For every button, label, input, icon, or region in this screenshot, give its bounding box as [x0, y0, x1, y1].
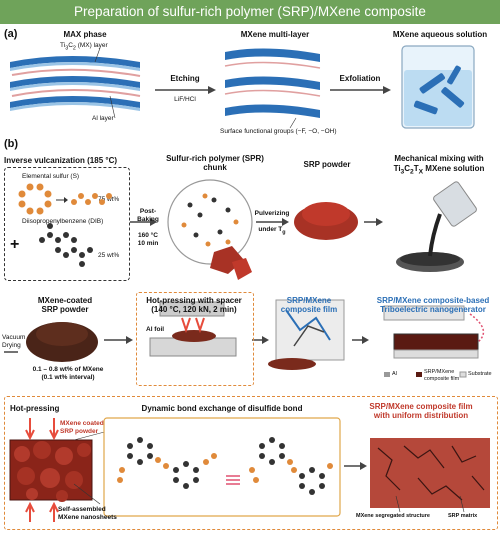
panel-c-box [4, 396, 498, 530]
hotpress-box [136, 292, 254, 386]
vacuum-label: Vacuum [2, 334, 26, 341]
sulfur-ring [18, 183, 52, 215]
hotpressing-label: Hot-pressing [10, 404, 60, 413]
aqueous-label: MXene aqueous solution [392, 30, 488, 39]
mxene-interval: (0.1 wt% interval) [41, 374, 95, 381]
srp-powder-label: SRP powder [303, 160, 351, 169]
dib-pct: 25 wt% [98, 252, 120, 259]
dib-label: Diisopropenylbenzene (DIB) [22, 218, 104, 225]
etching-label: Etching [170, 74, 200, 83]
srp-chunk-subtitle: chunk [203, 163, 227, 172]
etchant-label: LiF/HCl [174, 96, 196, 103]
inverse-vulc-label: Inverse vulcanization (185 °C) [4, 156, 118, 165]
coated-powder-subtitle: SRP powder [41, 305, 89, 314]
pressed-block [9, 439, 93, 502]
coated-powder-c-title: MXene coated [60, 420, 104, 427]
post-cond-temp: 160 °C [138, 232, 158, 239]
film-subtitle: composite film [280, 305, 338, 314]
sulfur-label: Elemental sulfur (S) [22, 173, 80, 180]
post-baking-label: Post-Baking [137, 208, 159, 223]
hotpress-conditions: (140 °C, 120 kN, 2 min) [151, 305, 237, 314]
beaker-icon [401, 45, 475, 129]
hotpress-title: Hot-pressing with spacer [146, 296, 242, 305]
srp-chunk-title: Sulfur-rich polymer (SPR) [166, 154, 264, 163]
pulverizing-temp: under Tg [258, 226, 286, 236]
teng-title: SRP/MXene composite-based [376, 296, 490, 305]
max-layer-1 [10, 56, 140, 71]
legend-film-2: composite film [424, 376, 460, 382]
coated-powder-c-subtitle: SRP powder [60, 428, 99, 435]
drying-label: Drying [2, 342, 21, 349]
result-subtitle: with uniform distribution [373, 411, 469, 420]
monomer-box [4, 167, 130, 281]
sulfur-chain [71, 193, 112, 205]
panel-a-label: (a) [4, 28, 18, 40]
mixing-label-2: Ti3C2TX MXene solution [393, 164, 485, 176]
selfassembled-title: Self-assembled [58, 506, 106, 513]
dynamic-bond-label: Dynamic bond exchange of disulfide bond [141, 404, 303, 413]
al-layer-label: Al layer [92, 115, 114, 122]
mx-layer-label: Ti3C2 (MX) layer [60, 42, 108, 52]
exfoliation-label: Exfoliation [339, 74, 381, 83]
dib-molecule [39, 223, 93, 267]
film-title: SRP/MXene [286, 296, 332, 305]
surface-groups-label: Surface functional groups (−F, −O, −OH) [220, 128, 337, 135]
sulfur-pct: 75 wt% [98, 196, 120, 203]
legend-al: Al [392, 371, 397, 377]
al-foil-label: Al foil [146, 326, 165, 333]
coated-powder-title: MXene-coated [37, 296, 93, 305]
pulverizing-label: Pulverizing [254, 210, 290, 217]
legend-substrate: Substrate [468, 371, 492, 377]
post-cond-time: 10 min [137, 240, 159, 247]
legend-film: SRP/MXene [424, 369, 455, 375]
result-title: SRP/MXene composite film [369, 402, 473, 411]
panel-b-label: (b) [4, 138, 19, 150]
teng-subtitle: Triboelectric nanogenerator [380, 305, 486, 314]
mxene-range: 0.1 – 0.8 wt% of MXene [32, 366, 104, 373]
multilayer-label: MXene multi-layer [240, 30, 310, 39]
mixing-label: Mechanical mixing with [394, 154, 484, 163]
figure-title: Preparation of sulfur-rich polymer (SRP)… [0, 0, 500, 24]
matrix-label: SRP matrix [448, 513, 478, 519]
max-phase-label: MAX phase [63, 30, 107, 39]
segregated-label: MXene segregated structure [356, 513, 430, 519]
selfassembled-subtitle: MXene nanosheets [58, 514, 117, 521]
plus-sign: + [10, 236, 20, 253]
